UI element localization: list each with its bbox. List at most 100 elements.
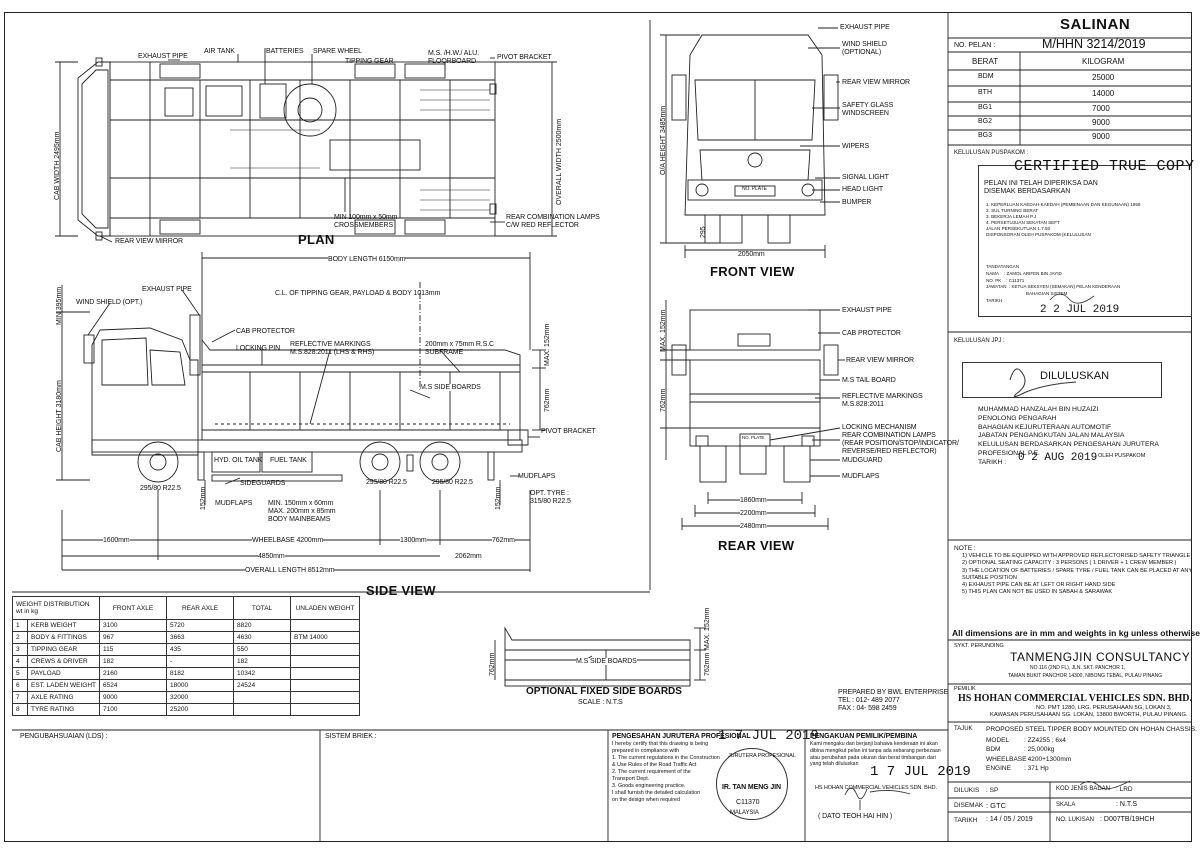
weight-cell-4-5: [290, 667, 361, 680]
weight-key-2: BG1: [978, 104, 993, 111]
weight-cell-3-0: 4: [12, 655, 28, 668]
dim-1600: 1600mm: [103, 537, 130, 545]
weight-cell-1-3: 3663: [166, 631, 235, 644]
notes-line-2: 3) THE LOCATION OF BATTERIES / SPARE TYR…: [962, 567, 1193, 574]
dim-2200: 2200mm: [740, 510, 767, 518]
body-length-dimension: BODY LENGTH 6150mm: [328, 256, 406, 264]
owner-address-1: NO. PMT 1280, LRG. PERUSAHAAN 5G, LOKAN …: [1036, 705, 1172, 711]
vehicle-spec: MODEL: ZZ4255 ; 6x4 BDM: 25,000kg WHEELB…: [986, 736, 1071, 774]
notes-list: 1) VEHICLE TO BE EQUIPPED WITH APPROVED …: [962, 553, 1192, 597]
puspakom-conditions: 1. KEPERLUAN KAEDAH-KAEDAH (PEMBINAAN DA…: [986, 202, 1140, 238]
puspakom-stamp: [978, 165, 1192, 317]
own-lines-line-2: atau perubahan pada ukuran dan berat tim…: [810, 754, 936, 761]
weight-cell-3-4: 182: [233, 655, 292, 668]
plan-pivot-label: PIVOT BRACKET: [497, 54, 552, 61]
dim-1300: 1300mm: [400, 537, 427, 545]
weight-cell-4-0: 5: [12, 667, 28, 680]
title-block-grid: [948, 37, 1192, 842]
no-lukisan-value: : D007TB/19HCH: [1100, 816, 1155, 823]
engineer-seal-number: C11370: [736, 799, 760, 806]
rear-lamps-label-1: REAR COMBINATION LAMPS: [842, 432, 936, 439]
certified-true-copy-stamp: CERTIFIED TRUE COPY: [1014, 158, 1195, 175]
tipping-centre-label: C.L. OF TIPPING GEAR, PAYLOAD & BODY 101…: [275, 290, 441, 297]
safety-glass-label-2: WINDSCREEN: [842, 110, 889, 117]
own-lines-line-1: dibina mengikut pelan ini tanpa ada seba…: [810, 747, 941, 754]
weight-key-0: BDM: [978, 73, 994, 80]
front-295-dimension: 295: [700, 226, 707, 238]
rear-max-152-dimension: MAX. 152mm: [660, 309, 667, 352]
engineer-date-stamp: 1 7 JUL 2019: [718, 728, 819, 744]
rear-number-plate: NO. PLATE: [742, 435, 765, 440]
optional-title: OPTIONAL FIXED SIDE BOARDS: [526, 686, 682, 697]
side-cab-protector-label: CAB PROTECTOR: [236, 328, 295, 335]
side-762-dimension: 762mm: [544, 388, 551, 412]
jpj-lines-line-0: MUHAMMAD HANZALAH BIN HUZAIZI: [978, 406, 1099, 413]
plan-air-tank-label: AIR TANK: [204, 48, 235, 55]
diluluskan-stamp: DILULUSKAN: [1040, 370, 1110, 382]
weight-cell-6-0: 7: [12, 691, 28, 704]
prepared-by-3: FAX : 04- 598 2459: [838, 705, 897, 712]
dim-2062: 2062mm: [455, 553, 482, 561]
owner-address-2: KAWASAN PERUSAHAAN SG. LOKAN, 13800 BWOR…: [990, 712, 1188, 718]
front-windshield-label-1: WIND SHIELD: [842, 41, 887, 48]
sideguards-label: SIDEGUARDS: [240, 480, 286, 487]
engine-value: : 371 Hp: [1024, 765, 1049, 773]
cab-height-dimension: CAB HEIGHT 3180mm: [56, 380, 63, 452]
jpj-date-note: OLEH PUSPAKOM: [1098, 453, 1146, 459]
model-value: : ZZ4255 ; 6x4: [1024, 737, 1066, 744]
owner-declaration-title: PENGAKUAN PEMILIK/PEMBINA: [810, 733, 918, 740]
side-boards-label: M.S SIDE BOARDS: [420, 384, 481, 392]
weight-cell-1-2: 967: [99, 631, 168, 644]
weight-cell-6-2: 9000: [99, 691, 168, 704]
weight-cell-6-1: AXLE RATING: [26, 691, 101, 704]
jpj-lines-line-2: BAHAGIAN KEJURUTERAAN AUTOMOTIF: [978, 423, 1112, 431]
weight-cell-1-4: 4630: [233, 631, 292, 644]
plan-title: PLAN: [298, 232, 335, 247]
engineer-certification-text: I hereby certify that this drawing is be…: [612, 741, 720, 804]
weight-key-4: BG3: [978, 132, 993, 139]
drawing-sheet: [4, 12, 1192, 842]
jpj-lines-line-5: PROFESIONAL P.E.: [978, 450, 1040, 458]
rear-exhaust-label: EXHAUST PIPE: [842, 307, 892, 314]
rear-cab-protector-label: CAB PROTECTOR: [842, 330, 901, 337]
tarikh-label: TARIKH: [986, 297, 1003, 303]
notes-line-0: 1) VEHICLE TO BE EQUIPPED WITH APPROVED …: [962, 553, 1191, 559]
jpj-lines-line-4: KELULUSAN BERDASARKAN PENGESAHAN JURUTER…: [978, 441, 1159, 449]
front-number-plate: NO. PLATE: [742, 186, 767, 192]
side-pivot-label: PIVOT BRACKET: [541, 428, 596, 435]
weight-value-0: 25000: [1092, 73, 1115, 82]
weight-key-3: BG2: [978, 118, 993, 125]
weight-cell-5-0: 6: [12, 679, 28, 692]
reflective-markings-label-1: REFLECTIVE MARKINGS: [290, 341, 371, 348]
no-pk-label: NO. PK: [986, 277, 1002, 283]
skala-label: SKALA: [1056, 802, 1076, 808]
side-max-152-dimension: MAX. 152mm: [544, 323, 551, 366]
optional-max-152: MAX. 152mm: [704, 607, 711, 650]
own-lines-line-0: Kami mengaku dan berjanji bahawa kendera…: [810, 741, 938, 747]
side-view-title: SIDE VIEW: [366, 583, 436, 598]
plan-floorboard-label-1: M.S. /H.W./ ALU.: [428, 50, 479, 57]
jawatan-value-2: BAHAGIAN SISTEM: [1026, 291, 1068, 296]
front-view: [660, 27, 840, 258]
rear-mudflaps-label: MUDFLAPS: [842, 473, 880, 480]
optional-762-left: 762mm: [489, 652, 496, 676]
eng-lines-line-7: I shall furnish the detailed calculation: [612, 790, 701, 797]
plan-rear-lamps-label-1: REAR COMBINATION LAMPS: [506, 214, 600, 221]
kod-jenis-value: : LRD: [1116, 786, 1133, 793]
notes-line-3: SUITABLE POSITION: [962, 574, 1017, 581]
rear-mirror-label: REAR VIEW MIRROR: [846, 357, 915, 364]
nama-label: NAMA: [986, 270, 1000, 276]
rear-tyre-size-2: 295/80 R22.5: [432, 479, 473, 486]
bumper-label: BUMPER: [842, 199, 872, 206]
weight-cell-5-3: 18000: [166, 679, 235, 692]
skala-value: : N.T.S: [1116, 801, 1138, 808]
no-lukisan-label: NO. LUKISAN: [1056, 817, 1095, 823]
weight-cell-7-0: 8: [12, 703, 28, 716]
engineer-certification-title: PENGESAHAN JURUTERA PROFESIONAL: [612, 733, 751, 740]
dim-762: 762mm: [492, 537, 515, 545]
front-width-dimension: 2050mm: [738, 251, 765, 258]
cert-small-line-1: 2. SUL TURNING BERAT: [986, 207, 1039, 213]
